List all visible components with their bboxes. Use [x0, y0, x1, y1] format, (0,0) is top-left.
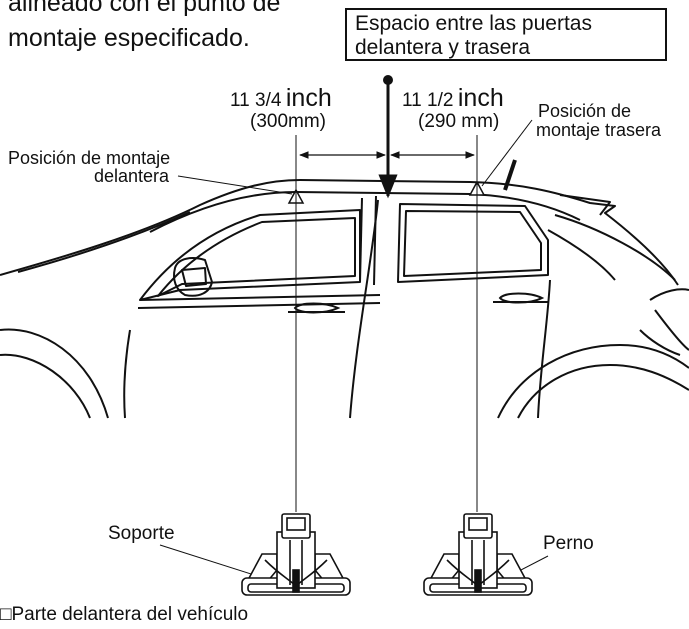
checkbox-icon: □ [0, 604, 12, 625]
rear-measure-unit: inch [457, 84, 504, 112]
door-handle-rear [493, 292, 548, 304]
intro-line-1: alineado con el punto de [8, 0, 281, 17]
door-handle-front [288, 302, 345, 314]
callout-line-1: Espacio entre las puertas [355, 12, 592, 35]
rear-position-leader [481, 119, 533, 187]
footer: □Parte delantera del vehículo [0, 605, 248, 624]
front-measure-unit: inch [285, 84, 332, 112]
rear-support-bracket [423, 513, 533, 596]
support-label: Soporte [108, 523, 175, 544]
footer-text: Parte delantera del vehículo [11, 604, 249, 625]
front-support-bracket [241, 513, 351, 596]
callout-line-2: delantera y trasera [355, 36, 531, 59]
rear-measure-metric: (290 mm) [418, 111, 500, 132]
car-outline [0, 159, 689, 419]
rear-position-label-2: montaje trasera [536, 120, 662, 140]
rear-position-label-1: Posición de [538, 101, 632, 121]
door-gap-callout: Espacio entre las puertas delantera y tr… [345, 8, 667, 61]
front-measure-value: 11 3/4 [230, 90, 282, 111]
front-position-leader [177, 175, 293, 195]
bolt-label: Perno [543, 533, 594, 554]
front-measurement: 11 3/4 inch [230, 86, 332, 111]
front-measure-metric: (300mm) [250, 111, 327, 132]
front-position-label-2: delantera [94, 166, 170, 186]
rear-measurement: 11 1/2 inch [402, 86, 504, 111]
intro-line-2: montaje especificado. [8, 24, 250, 52]
front-position-label-1: Posición de montaje [8, 148, 171, 168]
rear-measure-value: 11 1/2 [402, 90, 454, 111]
